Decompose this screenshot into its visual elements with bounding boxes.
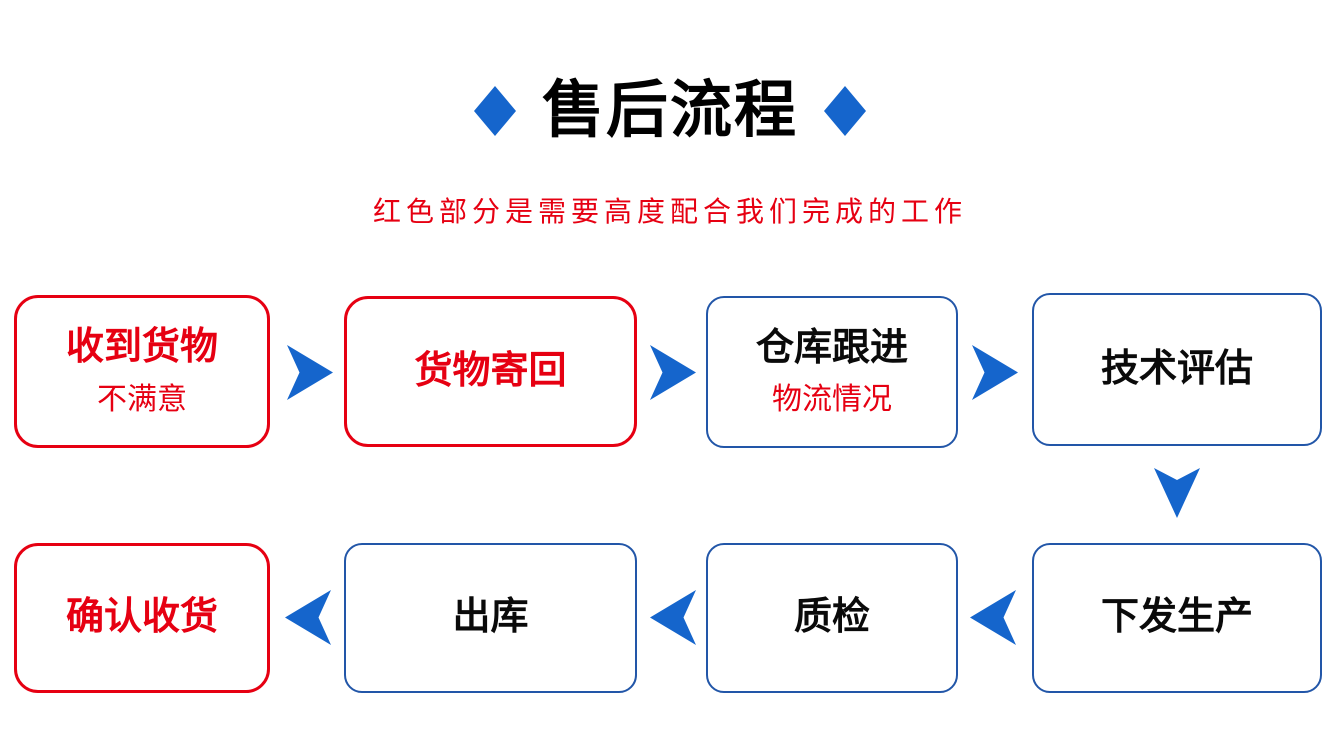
flow-box-sublabel: 物流情况 [772,383,892,417]
flow-box-warehouse-followup: 仓库跟进 物流情况 [706,296,958,448]
flow-box-confirm-receipt: 确认收货 [14,543,270,693]
flow-box-technical-evaluation: 技术评估 [1032,293,1322,446]
flow-box-issue-production: 下发生产 [1032,543,1322,693]
flow-box-sublabel: 不满意 [97,382,187,416]
flow-box-label: 仓库跟进 [755,326,908,369]
flow-box-return-goods: 货物寄回 [344,296,637,447]
flow-box-goods-received: 收到货物 不满意 [14,295,270,448]
arrow-down-icon [1154,468,1200,518]
flow-box-label: 出库 [452,596,529,639]
arrow-right-icon [972,345,1018,400]
arrow-right-icon [287,345,333,400]
page-header: 售后流程 [0,72,1340,150]
page-subtitle: 红色部分是需要高度配合我们完成的工作 [372,196,967,227]
diamond-icon [824,85,866,136]
diamond-icon [473,85,516,136]
page-title: 售后流程 [541,76,798,145]
flow-box-outbound: 出库 [344,543,637,693]
flow-box-label: 下发生产 [1100,596,1253,639]
flow-box-label: 技术评估 [1100,347,1253,390]
arrow-right-icon [650,345,696,400]
flow-box-label: 确认收货 [65,596,218,639]
arrow-left-icon [650,590,696,645]
arrow-left-icon [285,590,331,645]
flow-box-label: 货物寄回 [414,349,567,392]
arrow-left-icon [970,590,1016,645]
flow-box-quality-inspection: 质检 [706,543,958,693]
flow-box-label: 质检 [793,596,870,639]
flow-box-label: 收到货物 [65,326,218,369]
